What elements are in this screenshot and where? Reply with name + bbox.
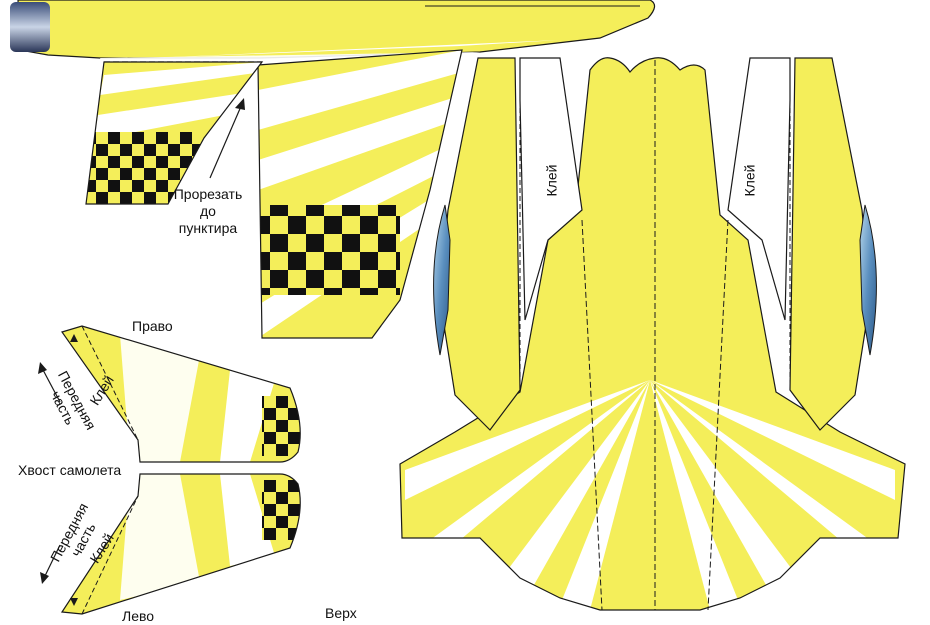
cut-instruction-label: Прорезать до пунктира [173, 186, 243, 236]
intake-left [433, 57, 583, 431]
top-label: Верх [325, 605, 357, 621]
cockpit-icon [433, 204, 451, 356]
glue-label-body-left: Клей [543, 164, 560, 197]
arrow-up-right-icon [209, 98, 245, 179]
glue-label-body-right: Клей [741, 164, 758, 197]
arrow-left-icon [40, 544, 61, 584]
cockpit-icon [859, 204, 877, 356]
wing-panel [257, 49, 463, 339]
left-label: Лево [122, 608, 155, 624]
tail-label: Хвост самолета [18, 462, 122, 478]
arrow-left-icon [38, 362, 61, 403]
right-label: Право [132, 318, 173, 334]
engine-nozzle-icon [10, 2, 50, 52]
triangle-icon [70, 598, 78, 606]
triangle-icon [70, 334, 78, 342]
intake-right [727, 57, 877, 431]
